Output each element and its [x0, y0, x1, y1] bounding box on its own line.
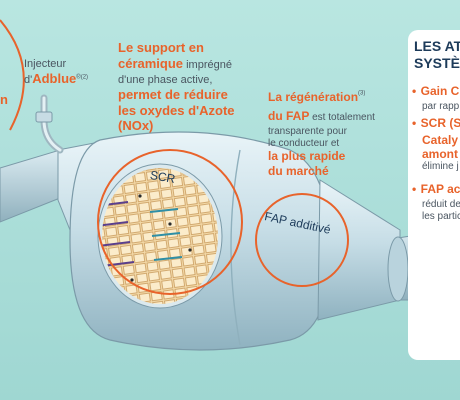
outlet-mouth — [387, 236, 409, 302]
support-body1: d'une phase active, — [118, 74, 213, 87]
injector-label-line1: Injecteur — [24, 58, 67, 70]
particle — [138, 194, 142, 198]
particle — [188, 248, 192, 252]
body-seam — [230, 149, 241, 346]
flow-arrow — [149, 208, 179, 213]
regen-body1: transparente pour — [268, 125, 347, 137]
flow-arrow — [102, 241, 131, 247]
support-bold3: (NOx) — [118, 117, 154, 133]
regen-bold2: du marché — [268, 163, 329, 178]
particle — [130, 278, 134, 282]
regen-head1: La régénération(3) — [268, 90, 366, 104]
support-bold2: les oxydes d'Azote — [118, 102, 235, 118]
support-callout: Le support en céramique imprégné d'une p… — [118, 40, 268, 133]
support-head1: Le support en — [118, 40, 204, 55]
injector-nozzle — [35, 111, 53, 123]
regen-head2: du FAP est totalement — [268, 108, 375, 123]
fap-callout-ring — [255, 193, 349, 287]
left-edge-text: n — [0, 92, 8, 107]
side-panel: LES AT SYSTÈ • Gain C par rapp • SCR (S … — [408, 30, 460, 360]
regen-bold1: la plus rapide — [268, 149, 346, 164]
panel-item-1: • Gain C par rapp — [412, 84, 460, 112]
scr-callout-ring — [97, 149, 243, 295]
regen-callout: La régénération(3) du FAP est totalement… — [268, 88, 398, 178]
left-callout-ring — [0, 19, 25, 131]
flow-arrow — [151, 232, 181, 237]
flow-arrow — [153, 256, 183, 261]
particle — [168, 222, 172, 226]
regen-body2: le conducteur et — [268, 137, 340, 149]
panel-item-2: • SCR (S Cataly amont élimine j — [412, 116, 460, 173]
support-head2: céramique imprégné — [118, 56, 232, 72]
flow-arrow — [102, 221, 129, 227]
panel-title: LES AT SYSTÈ — [414, 38, 460, 71]
flow-arrow — [102, 201, 129, 207]
support-bold1: permet de réduire — [118, 87, 228, 103]
panel-item-3: • FAP ac réduit de les partic — [412, 182, 460, 222]
injector-label: Injecteur d'Adblue®(2) — [24, 58, 88, 87]
injector-label-line2: d'Adblue®(2) — [24, 70, 89, 86]
